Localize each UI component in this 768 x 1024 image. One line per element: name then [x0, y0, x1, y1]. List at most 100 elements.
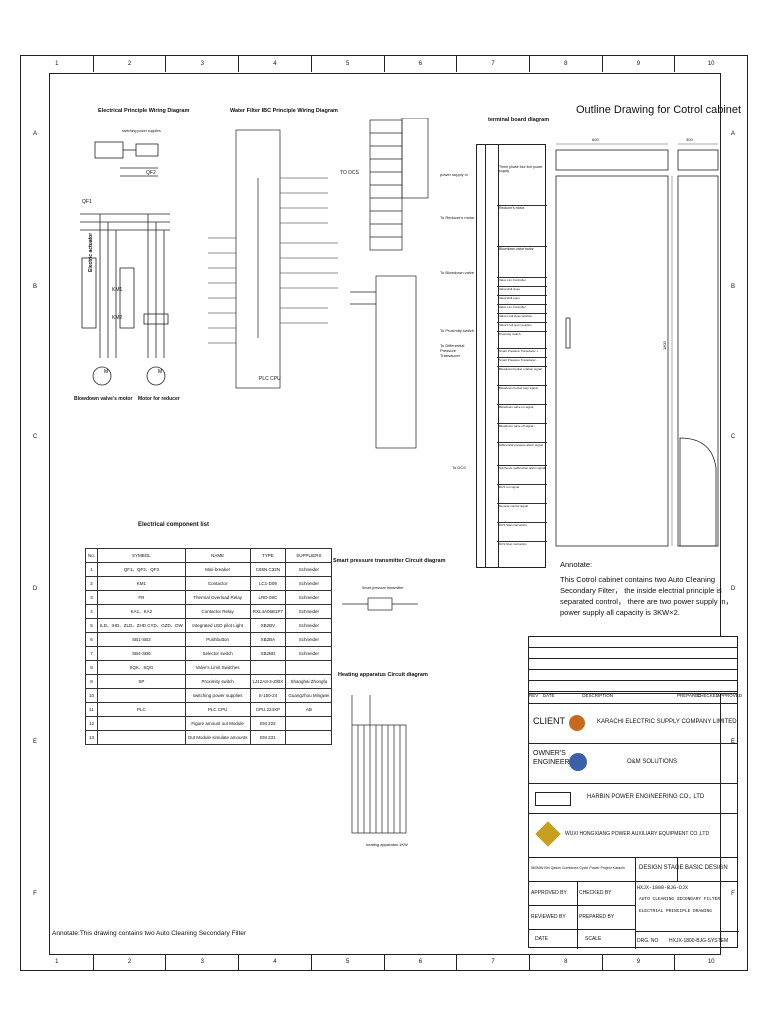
- row-label: D: [730, 586, 736, 592]
- table-cell: Shanghai Zhongfu: [285, 674, 333, 689]
- table-cell: FR: [97, 590, 186, 605]
- doc-code: HXJX-1800-BJG-DJX: [637, 885, 689, 891]
- terminal-item: Smart Pressure Transducer -: [497, 358, 547, 367]
- table-cell: AB: [285, 702, 333, 717]
- revision-header: REV DATE DESCRIPTION PREPARED CHECKED AP…: [529, 693, 742, 704]
- cabinet-outline-drawing: [555, 143, 719, 547]
- row-label: C: [730, 434, 736, 440]
- table-cell: 6: [84, 632, 99, 647]
- table-cell: Valve's Limit Switches: [184, 660, 251, 675]
- table-cell: Out Module simulate amounts: [184, 730, 251, 745]
- row-label: F: [33, 891, 37, 897]
- row-label: D: [32, 586, 38, 592]
- table-cell: Schneider: [285, 604, 333, 619]
- title-terminal: terminal board diagram: [488, 117, 550, 123]
- motor1-label: Blowdown valve's motor: [74, 396, 133, 402]
- svg-text:M: M: [104, 369, 108, 375]
- oms-logo-icon: [569, 753, 587, 771]
- terminal-item: Blowdown bucket stop signal: [497, 386, 547, 405]
- terminal-item: Three phase four line power supply: [497, 165, 547, 206]
- electrical-wiring-diagram: M M: [80, 141, 170, 386]
- table-cell: Integrated LED pilot Light: [184, 618, 251, 633]
- row-label: A: [32, 131, 37, 137]
- dim-depth: 300: [686, 137, 693, 142]
- terminal-item: Valve Lim Controller: [497, 305, 547, 314]
- heating-diagram: [351, 695, 407, 834]
- row-label: E: [730, 739, 735, 745]
- table-cell: Selector switch: [184, 646, 251, 661]
- table-cell: Pushbutton: [184, 632, 251, 647]
- table-cell: [97, 716, 186, 731]
- signature-grid: APPROVED BY CHECKED BY REVIEWED BY PREPA…: [529, 881, 636, 949]
- table-cell: 5: [84, 618, 99, 633]
- actuator-label: Electric actuator: [88, 232, 94, 272]
- table-cell: C65N C32N: [249, 562, 287, 577]
- terminal-item: DCS Stop instruction: [499, 542, 527, 546]
- table-cell: Schneider: [285, 576, 333, 591]
- table-cell: SB1-SB3: [97, 632, 186, 647]
- table-cell: EM 222: [249, 716, 287, 731]
- kesc-logo-icon: [569, 715, 585, 731]
- title-smart-pressure: Smart pressure transmitter Circuit diagr…: [333, 558, 446, 564]
- table-cell: 8: [84, 660, 99, 675]
- table-cell: PLC: [97, 702, 186, 717]
- table-cell: XB2BV: [249, 618, 287, 633]
- contractor-row: HARBIN POWER ENGINEERING CO., LTD: [529, 783, 737, 814]
- title-block: REV DATE DESCRIPTION PREPARED CHECKED AP…: [528, 636, 742, 949]
- terminal-item: Synthesis malfunction alarm signal: [497, 466, 547, 485]
- terminal-item: Proximity switch: [497, 332, 547, 349]
- table-cell: EM 231: [249, 730, 287, 745]
- table-cell: ILD、IHD、ZLD、ZHD CYD、GZD、DW: [97, 618, 186, 633]
- table-cell: S-150-24: [249, 688, 287, 703]
- terminal-item: DCS run signal: [497, 485, 547, 504]
- terminal-strip: [485, 145, 499, 567]
- table-cell: Contactor: [184, 576, 251, 591]
- drawing-title-2: ELECTRIAL PRINCIPLE DRAWING: [639, 909, 712, 914]
- title-water-filter: Water Filter IBC Principle Wiring Diagra…: [230, 108, 338, 114]
- plc-label: PLC CPU: [259, 376, 281, 382]
- hongxiang-logo-icon: [535, 821, 561, 847]
- row-label: A: [730, 131, 735, 137]
- table-cell: 11: [84, 702, 99, 717]
- annotate-bottom: Annotate:This drawing contains two Auto …: [52, 930, 247, 937]
- table-cell: Schneider: [285, 632, 333, 647]
- drawing-title-1: AUTO CLEANING SECONDARY FILTER: [639, 897, 721, 902]
- table-cell: 12: [84, 716, 99, 731]
- table-cell: 4: [84, 604, 99, 619]
- terminal-item: Blowdown bucket rotation signal: [497, 367, 547, 386]
- table-cell: Thermal Overload Relay: [184, 590, 251, 605]
- terminal-side-reducer: To Reducer's motor: [440, 215, 475, 220]
- table-cell: Schneider: [285, 618, 333, 633]
- table-cell: KM1: [97, 576, 186, 591]
- table-cell: Contactor Relay: [184, 604, 251, 619]
- table-cell: LJ12A3-4-Z/BX: [249, 674, 287, 689]
- table-cell: RXL4A06B1P7: [249, 604, 287, 619]
- title-outline: Outline Drawing for Cotrol cabinet: [576, 104, 742, 116]
- table-cell: 10: [84, 688, 99, 703]
- title-heating: Heating apparatus Circuit diagram: [338, 672, 428, 678]
- table-cell: SQK、SQG: [97, 660, 186, 675]
- revision-rows: [529, 637, 737, 694]
- table-cell: SB4-SB6: [97, 646, 186, 661]
- manufacturer-row: WUXI HONGXIANG POWER AUXILIARY EQUIPMENT…: [529, 813, 737, 858]
- terminal-board: Three phase four line power supply Reduc…: [476, 144, 547, 568]
- smart-pressure-diagram: [342, 597, 418, 611]
- heating-label: heating apparatus 1KW: [366, 842, 408, 847]
- terminal-item: Remote control signal: [497, 504, 547, 523]
- row-label: F: [731, 891, 735, 897]
- table-cell: 9: [84, 674, 99, 689]
- dcs-signal-diagram: [350, 118, 429, 449]
- table-cell: Figure amount out Module: [184, 716, 251, 731]
